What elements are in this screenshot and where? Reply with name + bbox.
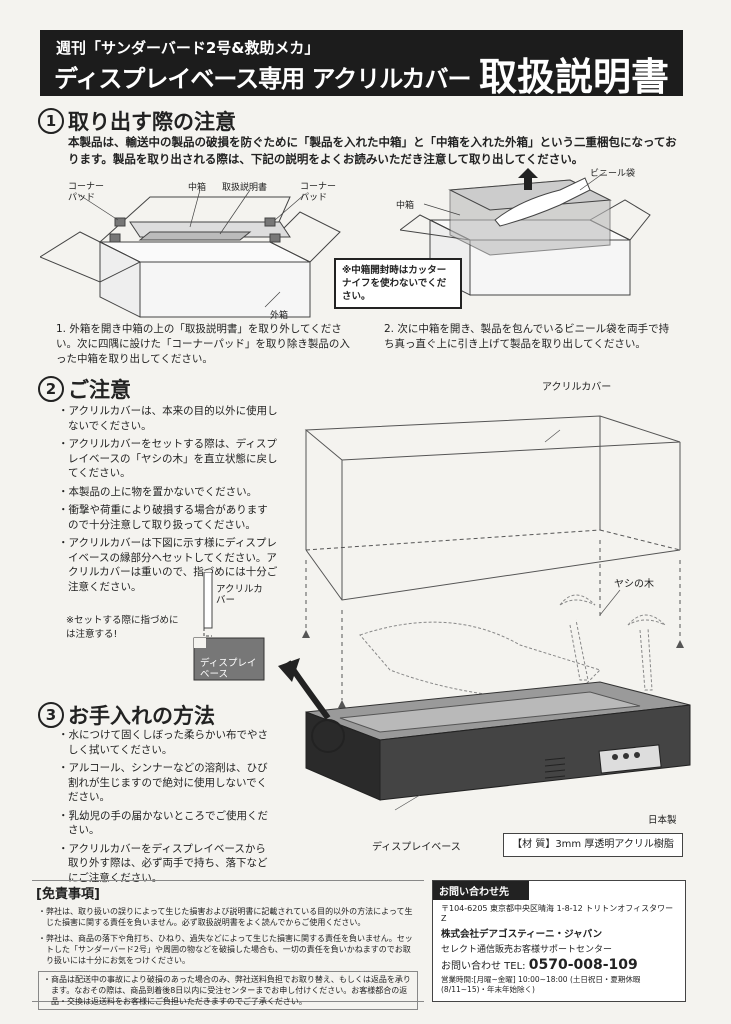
label-corner-pad-left: コーナーパッド — [68, 182, 105, 203]
disclaimer-item: ・商品は配送中の事故により破損のあった場合のみ、弊社送料負担でお取り替え、もしく… — [38, 971, 418, 1010]
label-corner-pad-right: コーナーパッド — [300, 182, 337, 203]
step2-text: 2. 次に中箱を開き、製品を包んでいるビニール袋を両手で持ち真っ直ぐ上に引き上げ… — [384, 323, 670, 350]
made-in-japan: 日本製 — [648, 815, 677, 826]
care-item: ・アルコール、シンナーなどの溶剤は、ひび割れが生じますので絶対に使用しないでくだ… — [58, 762, 268, 803]
step1-text: 1. 外箱を開き中箱の上の「取扱説明書」を取り外してください。次に四隅に設けた「… — [56, 323, 350, 365]
contact-phone: お問い合わせ TEL: 0570-008-109 — [441, 957, 677, 973]
caution-list: ・アクリルカバーは、本来の目的以外に使用しないでください。 ・アクリルカバーをセ… — [58, 404, 278, 598]
detail-base-label: ディスプレイベース — [200, 658, 257, 680]
acrylic-cover-illustration — [278, 415, 691, 811]
label-vinyl-bag: ビニール袋 — [590, 169, 636, 179]
section3-heading: 3 お手入れの方法 — [38, 700, 215, 730]
disclaimer-section: [免責事項] ・弊社は、取り扱いの誤りによって生じた損害および説明書に記載されて… — [32, 880, 424, 1010]
section3-title: お手入れの方法 — [68, 704, 215, 728]
care-item: ・乳幼児の手の届かないところでご使用ください。 — [58, 809, 268, 837]
caution-item: ・本製品の上に物を置かないでください。 — [58, 485, 258, 498]
magazine-name: 週刊「サンダーバード2号&救助メカ」 — [56, 39, 320, 57]
care-list: ・水につけて固くしぼった柔らかい布でやさしく拭いてください。 ・アルコール、シン… — [58, 728, 272, 889]
label-acrylic-cover: アクリルカバー — [542, 382, 612, 393]
section2-title: ご注意 — [68, 378, 131, 402]
care-item: ・水につけて固くしぼった柔らかい布でやさしく拭いてください。 — [58, 729, 268, 756]
contact-title: お問い合わせ先 — [433, 881, 529, 900]
label-display-base: ディスプレイベース — [372, 842, 461, 853]
cutter-warning: ※中箱開封時はカッターナイフを使わないでください。 — [334, 258, 462, 309]
contact-company: 株式会社デアゴスティーニ・ジャパン — [441, 929, 603, 940]
document-title: 取扱説明書 — [478, 55, 669, 99]
product-subtitle: ディスプレイベース専用 アクリルカバー — [54, 65, 472, 93]
contact-center: セレクト通信販売お客様サポートセンター — [441, 945, 613, 955]
caution-item: ・衝撃や荷重により破損する場合がありますので十分注意して取り扱ってください。 — [58, 504, 268, 531]
edge-detail-diagram — [193, 572, 265, 681]
label-manual: 取扱説明書 — [222, 183, 268, 193]
section1-number: 1 — [38, 108, 64, 134]
disclaimer-item: ・弊社は、取り扱いの誤りによって生じた損害および説明書に記載されている目的以外の… — [38, 907, 413, 927]
title-banner: 週刊「サンダーバード2号&救助メカ」 ディスプレイベース専用 アクリルカバー 取… — [40, 30, 683, 99]
caution-item: ・アクリルカバーをセットする際は、ディスプレイベースの「ヤシの木」を直立状態に戻… — [58, 438, 278, 479]
contact-address: 〒104-6205 東京都中央区晴海 1-8-12 トリトンオフィスタワー Z — [441, 904, 674, 923]
section2-number: 2 — [38, 376, 64, 402]
disclaimer-item: ・弊社は、商品の落下や角打ち、ひねり、過失などによって生じた損害に関する責任を負… — [38, 934, 413, 965]
detail-acrylic-label: アクリルカバー — [216, 584, 263, 606]
label-outer-box: 外箱 — [270, 311, 289, 321]
label-inner-box: 中箱 — [188, 183, 207, 193]
material-box: 【材 質】3mm 厚透明アクリル樹脂 — [503, 833, 683, 857]
disclaimer-title: [免責事項] — [36, 887, 100, 902]
section1-title: 取り出す際の注意 — [68, 110, 236, 134]
tel-label: お問い合わせ TEL: — [441, 961, 526, 972]
tel-number: 0570-008-109 — [528, 957, 638, 973]
caution-item: ・アクリルカバーは、本来の目的以外に使用しないでください。 — [58, 405, 278, 432]
care-item: ・アクリルカバーをディスプレイベースから取り外す際は、必ず両手で持ち、落下などに… — [58, 842, 268, 884]
outer-box-illustration — [40, 189, 341, 318]
caution-item: ・アクリルカバーは下図に示す様にディスプレイベースの縁部分へセットしてください。… — [58, 537, 278, 593]
inner-box-illustration — [400, 168, 651, 296]
contact-box: お問い合わせ先 〒104-6205 東京都中央区晴海 1-8-12 トリトンオフ… — [432, 880, 686, 1002]
contact-hours: 営業時間:[月曜~金曜] 10:00~18:00 (土日祝日・夏期休暇(8/11… — [441, 975, 641, 994]
section1-intro: 本製品は、輸送中の製品の破損を防ぐために「製品を入れた中箱」と「中箱を入れた外箱… — [68, 135, 677, 166]
section2-heading: 2 ご注意 — [38, 374, 131, 404]
section3-number: 3 — [38, 702, 64, 728]
label-inner-box-2: 中箱 — [396, 201, 415, 211]
finger-warning: ※セットする際に指づめには注意する! — [66, 615, 179, 640]
label-palm-tree: ヤシの木 — [614, 579, 654, 590]
section1-heading: 1 取り出す際の注意 — [38, 106, 236, 136]
